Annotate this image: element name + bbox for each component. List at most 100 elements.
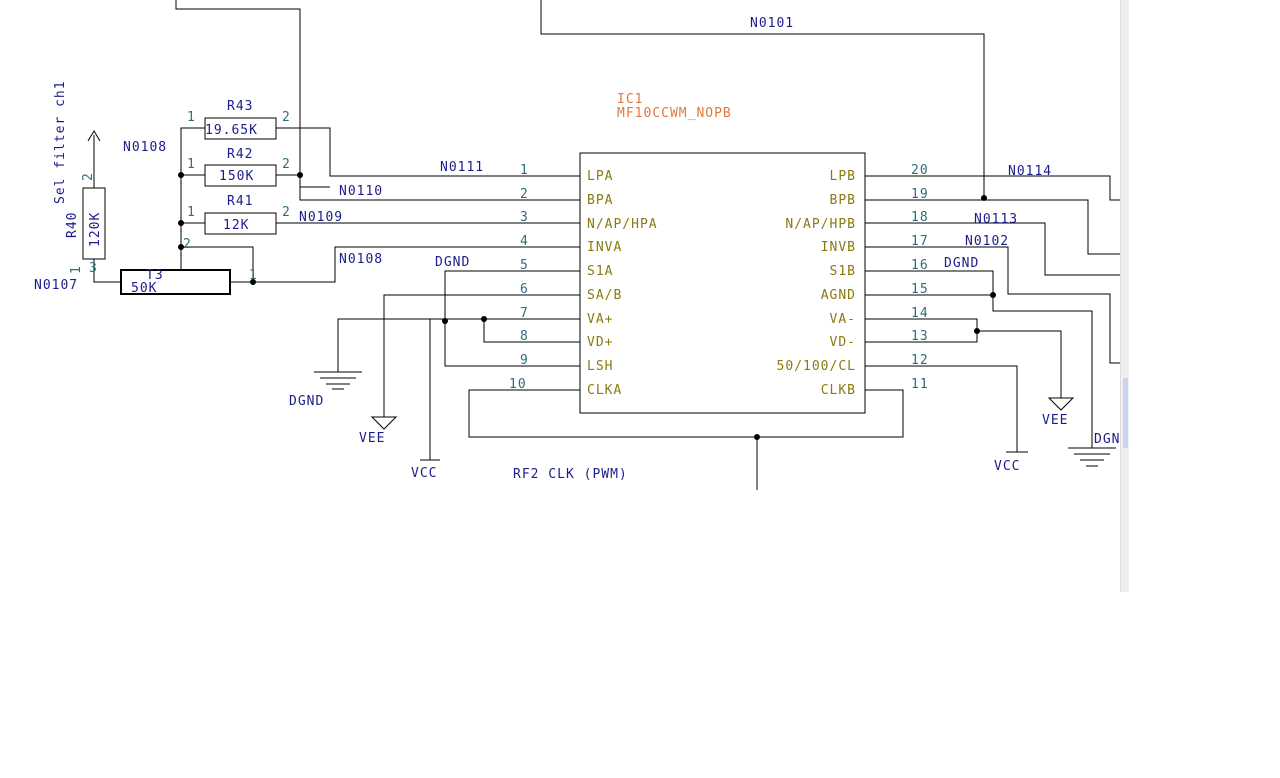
vcc-left-symbol: VCC [411, 459, 440, 481]
net-dgnd-pin16: DGND [944, 256, 979, 271]
pin-number: 12 [911, 353, 929, 368]
r40-ref: R40 [65, 212, 80, 238]
resistor-r42[interactable]: R42 150K 1 2 [187, 147, 291, 187]
resistor-r43[interactable]: R43 19.65K 1 2 [187, 99, 291, 140]
pin-number: 16 [911, 258, 929, 273]
vee-left-label: VEE [359, 431, 385, 446]
net-n0108-pin4: N0108 [339, 252, 383, 267]
potentiometer-t3[interactable]: T3 50K 2 1 3 [89, 237, 258, 296]
pin-name: VA- [830, 312, 856, 327]
t3-pin1: 1 [249, 268, 258, 283]
pin-number: 15 [911, 282, 929, 297]
pin-name: S1A [587, 264, 613, 279]
pin-number: 9 [520, 353, 529, 368]
vcc-right-label: VCC [994, 459, 1020, 474]
r41-pin1: 1 [187, 205, 196, 220]
dgnd-left-label: DGND [289, 394, 324, 409]
r42-pin1: 1 [187, 157, 196, 172]
pin-name: LPB [830, 169, 856, 184]
pin-number: 4 [520, 234, 529, 249]
pin-name: N/AP/HPB [785, 217, 856, 232]
pin-number: 8 [520, 329, 529, 344]
vcc-right-symbol: VCC [994, 451, 1028, 474]
pin-number: 5 [520, 258, 529, 273]
pin-number: 2 [520, 187, 529, 202]
pin-number: 6 [520, 282, 529, 297]
ic-ref: IC1 [617, 92, 643, 107]
r43-pin1: 1 [187, 110, 196, 125]
net-n0111: N0111 [440, 160, 484, 175]
ic-body[interactable] [579, 152, 866, 414]
r40-pin2: 2 [81, 172, 96, 181]
sel-filter-annotation: Sel filter ch1 [53, 80, 68, 204]
r42-pin2: 2 [282, 157, 291, 172]
pin-name: BPB [830, 193, 856, 208]
pin-name: LPA [587, 169, 613, 184]
vertical-scrollbar[interactable] [1120, 0, 1129, 592]
pin-name: VA+ [587, 312, 613, 327]
scrollbar-thumb[interactable] [1123, 378, 1128, 448]
net-n0101: N0101 [750, 16, 794, 31]
pin-name: VD+ [587, 335, 613, 350]
net-n0109: N0109 [299, 210, 343, 225]
r43-pin2: 2 [282, 110, 291, 125]
pin-name: VD- [830, 335, 856, 350]
ic-part: MF10CCWM_NOPB [617, 106, 732, 121]
r43-value: 19.65K [205, 123, 258, 138]
junction-dots [178, 172, 996, 440]
pin-number: 13 [911, 329, 929, 344]
r42-value: 150K [219, 169, 254, 184]
t3-value: 50K [131, 281, 157, 296]
vcc-left-label: VCC [411, 466, 437, 481]
pin-number: 7 [520, 306, 529, 321]
r41-pin2: 2 [282, 205, 291, 220]
ic-right-pins: 20 LPB 19 BPB 18 N/AP/HPB 17 INVB 16 S1B… [777, 163, 929, 398]
pin-name: LSH [587, 359, 613, 374]
net-n0114: N0114 [1008, 164, 1052, 179]
pin-name: INVB [821, 240, 856, 255]
pin-name: CLKB [821, 383, 856, 398]
r42-ref: R42 [227, 147, 253, 162]
resistor-r40[interactable]: R40 120K 1 2 [65, 130, 106, 274]
pin-name: S1B [830, 264, 856, 279]
pin-name: CLKA [587, 383, 622, 398]
pin-name: AGND [821, 288, 856, 303]
pin-number: 14 [911, 306, 929, 321]
pin-number: 3 [520, 210, 529, 225]
pin-name: INVA [587, 240, 622, 255]
dgnd-right-symbol: DGN [1068, 432, 1120, 467]
dgnd-right-label: DGN [1094, 432, 1120, 447]
net-n0110: N0110 [339, 184, 383, 199]
pin-number: 11 [911, 377, 929, 392]
r43-ref: R43 [227, 99, 253, 114]
net-n0107: N0107 [34, 278, 78, 293]
pin-name: N/AP/HPA [587, 217, 658, 232]
ic-left-pins: 1 LPA 2 BPA 3 N/AP/HPA 4 INVA 5 S1A 6 SA… [509, 163, 658, 398]
resistor-r41[interactable]: R41 12K 1 2 [187, 194, 291, 235]
pin-number: 20 [911, 163, 929, 178]
pin-number: 10 [509, 377, 527, 392]
clock-annotation: RF2 CLK (PWM) [513, 467, 628, 482]
vee-right-symbol: VEE [1042, 397, 1075, 428]
dgnd-left-symbol: DGND [289, 371, 362, 409]
net-n0113: N0113 [974, 212, 1018, 227]
pin-number: 17 [911, 234, 929, 249]
pin-number: 1 [520, 163, 529, 178]
pin-number: 18 [911, 210, 929, 225]
pin-name: BPA [587, 193, 613, 208]
net-n0108-top: N0108 [123, 140, 167, 155]
vee-right-label: VEE [1042, 413, 1068, 428]
r40-pin1: 1 [69, 265, 84, 274]
r40-value: 120K [88, 212, 103, 247]
net-labels: N0101 N0111 N0110 N0109 N0108 N0108 N010… [34, 16, 1052, 293]
pin-number: 19 [911, 187, 929, 202]
t3-pin3: 3 [89, 261, 98, 276]
pin-name: SA/B [587, 288, 622, 303]
r41-value: 12K [223, 218, 249, 233]
r41-ref: R41 [227, 194, 253, 209]
net-n0102: N0102 [965, 234, 1009, 249]
t3-ref: T3 [146, 268, 164, 283]
pin-name: 50/100/CL [777, 359, 856, 374]
vee-left-symbol: VEE [359, 416, 398, 446]
